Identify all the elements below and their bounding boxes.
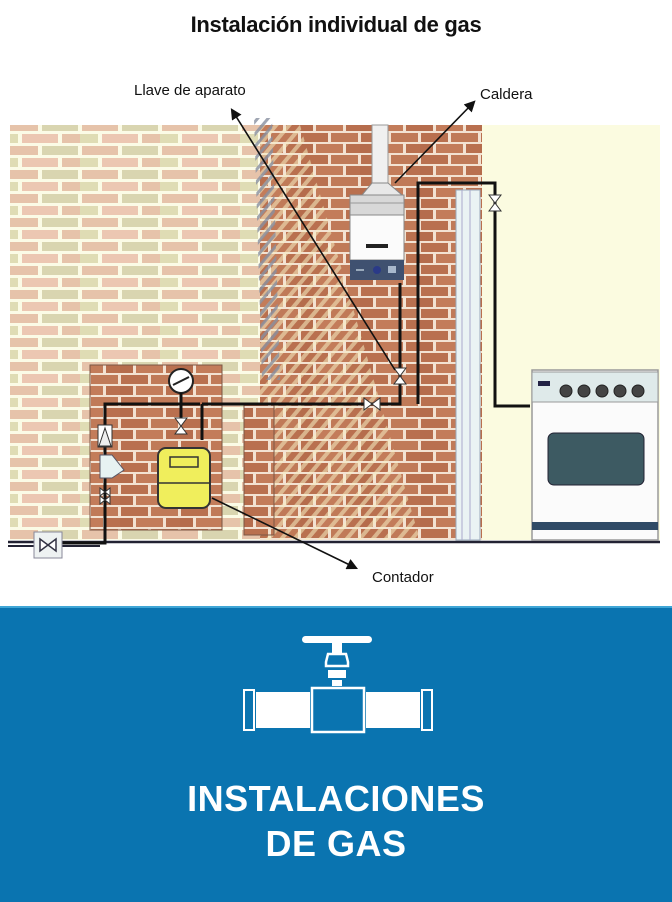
diagram-section: Instalación individual de gas Llave de a…: [8, 12, 660, 586]
regulator-icon: [97, 424, 125, 506]
main-valve-icon: [33, 531, 63, 559]
banner: INSTALACIONES DE GAS: [0, 606, 672, 902]
banner-title-line1: INSTALACIONES: [187, 778, 485, 819]
appliance-valve-icons: [363, 194, 502, 411]
label-meter: Contador: [372, 569, 434, 586]
banner-title-line2: DE GAS: [265, 823, 407, 864]
label-boiler: Caldera: [480, 86, 533, 103]
pressure-gauge-icon: [168, 368, 194, 435]
cooker-oven: [531, 369, 659, 541]
pipe-valve-icon: [243, 636, 433, 734]
label-appliance-valve: Llave de aparato: [134, 82, 246, 99]
diagram-title: Instalación individual de gas: [190, 12, 482, 37]
boiler: [349, 124, 405, 280]
gas-meter: [157, 447, 211, 509]
window-hatch: [254, 118, 280, 380]
gas-installation-diagram: [8, 100, 660, 570]
